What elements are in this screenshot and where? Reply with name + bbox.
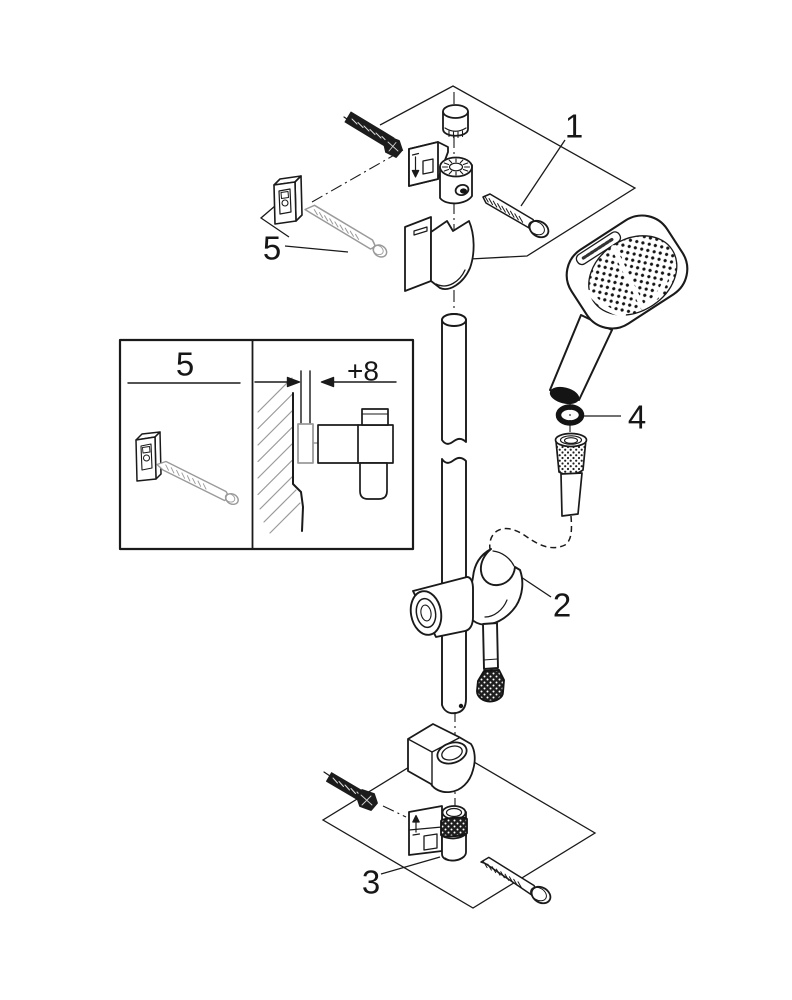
rail-end-cap bbox=[442, 104, 469, 139]
rail-upper bbox=[441, 313, 467, 445]
bracket-side-view bbox=[317, 408, 394, 500]
o-ring-seal bbox=[555, 404, 585, 426]
inset-screw bbox=[156, 460, 239, 506]
callout-labels: 1 2 3 4 5 5 +8 bbox=[176, 108, 646, 901]
bracket-cover-clip bbox=[404, 216, 475, 292]
top-bracket-assembly bbox=[343, 104, 550, 292]
inset-detail-box bbox=[118, 338, 415, 551]
plug-screw bbox=[304, 204, 388, 258]
rail-detent-dot bbox=[458, 703, 464, 709]
callout-2: 2 bbox=[553, 587, 571, 624]
handshower bbox=[549, 214, 689, 405]
wall-edge bbox=[292, 392, 304, 532]
leader-1 bbox=[520, 139, 566, 207]
spline-teeth bbox=[441, 158, 471, 176]
locking-pin bbox=[482, 622, 499, 670]
direction-arrow-icon bbox=[411, 152, 420, 178]
wall-plug-set-top bbox=[273, 175, 388, 258]
leader-2 bbox=[520, 576, 552, 598]
callout-4: 4 bbox=[628, 399, 646, 436]
callout-1: 1 bbox=[565, 108, 583, 145]
wall-screw-top bbox=[482, 193, 550, 239]
leader-5b bbox=[284, 245, 349, 253]
leader-3 bbox=[380, 856, 441, 875]
callout-3: 3 bbox=[362, 864, 380, 901]
bracket-body-top bbox=[408, 141, 473, 205]
handle-end-cap bbox=[549, 386, 580, 405]
inset-dimension-label: +8 bbox=[347, 356, 379, 387]
top-plane-edge bbox=[379, 85, 637, 260]
axis-bolt-bottom bbox=[382, 805, 407, 818]
locking-knob bbox=[476, 669, 505, 703]
axis-wall-plug-top bbox=[311, 149, 404, 203]
wall-screw-bottom bbox=[480, 856, 552, 905]
inset-right-panel bbox=[254, 370, 397, 534]
hose-end bbox=[560, 472, 583, 517]
hose-connector bbox=[489, 432, 588, 550]
dimension-lines bbox=[254, 376, 397, 388]
rail-top-rim bbox=[441, 313, 467, 327]
spline-ring bbox=[439, 156, 473, 178]
spacer-side-view bbox=[297, 423, 319, 464]
holder-cradle bbox=[465, 548, 524, 626]
bottom-bracket-assembly bbox=[323, 723, 552, 905]
inset-left-panel bbox=[127, 382, 241, 506]
callout-5: 5 bbox=[263, 230, 281, 267]
wall-hatching bbox=[257, 377, 301, 534]
bracket-window bbox=[423, 833, 438, 851]
leader-5 bbox=[259, 205, 290, 238]
adjuster-knurl bbox=[440, 816, 468, 838]
inset-panel-label: 5 bbox=[176, 346, 194, 383]
shower-rail bbox=[441, 313, 467, 715]
glide-element bbox=[409, 548, 524, 703]
hose-dashed-path bbox=[489, 515, 573, 550]
bracket-window bbox=[422, 158, 434, 175]
bracket-body-bottom bbox=[408, 805, 468, 862]
fixing-bolt-top bbox=[343, 111, 403, 158]
bracket-cover-bottom bbox=[407, 723, 476, 794]
direction-arrow-icon bbox=[412, 814, 421, 836]
wall-plug bbox=[273, 175, 303, 225]
fixing-bolt-bottom bbox=[323, 771, 378, 811]
inset-wall-plug bbox=[135, 431, 162, 482]
